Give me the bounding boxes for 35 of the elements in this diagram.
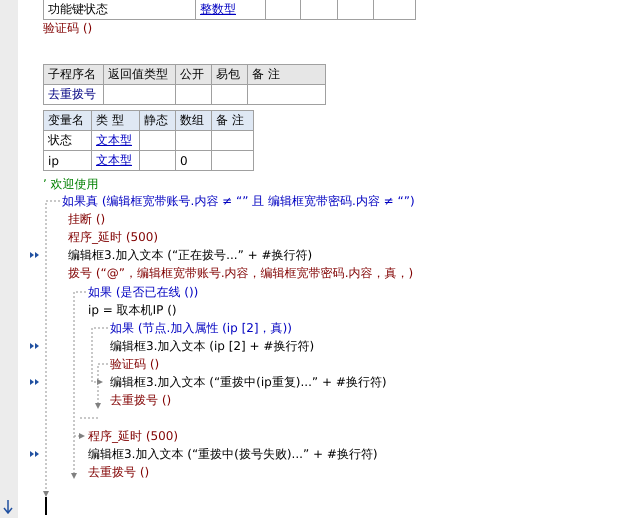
column-header: 类 型 <box>96 113 124 127</box>
code-line: 挂断 () <box>68 211 106 228</box>
column-header: 静态 <box>144 113 168 127</box>
cell-text: 功能键状态 <box>48 2 108 16</box>
code-line: 程序_延时 (500) <box>68 229 158 246</box>
code-line: 编辑框3.加入文本 (“重拨中(拨号失败)...” + #换行符) <box>88 446 378 463</box>
type-name: 文本型 <box>96 153 132 167</box>
column-header: 备 注 <box>252 67 280 81</box>
cell-text: ip <box>48 154 59 168</box>
column-header: 数组 <box>180 113 204 127</box>
code-line: ip = 取本机IP () <box>88 302 177 319</box>
type-name: 文本型 <box>96 133 132 147</box>
cell-text: 0 <box>180 154 188 168</box>
code-line: 如果真 (编辑框宽带账号.内容 ≠ “” 且 编辑框宽带密码.内容 ≠ “”) <box>62 193 415 210</box>
column-header: 易包 <box>216 67 240 81</box>
subroutine-name: 去重拨号 <box>48 87 96 101</box>
column-header: 变量名 <box>48 113 84 127</box>
column-header: 备 注 <box>216 113 244 127</box>
type-name: 整数型 <box>200 2 236 16</box>
code-line: 如果 (节点.加入属性 (ip [2]，真)) <box>110 320 292 337</box>
code-comment: ’ 欢迎使用 <box>43 176 99 193</box>
code-line: 验证码 () <box>110 356 160 373</box>
column-header: 返回值类型 <box>108 67 168 81</box>
code-line: 程序_延时 (500) <box>88 428 178 445</box>
code-line: 验证码 () <box>43 20 92 37</box>
code-line: 编辑框3.加入文本 (ip [2] + #换行符) <box>110 338 314 355</box>
code-line: 去重拨号 () <box>110 392 172 409</box>
code-line: 编辑框3.加入文本 (“正在拨号...” + #换行符) <box>68 247 312 264</box>
code-line: 编辑框3.加入文本 (“重拨中(ip重复)...” + #换行符) <box>110 374 387 391</box>
cell-text: 状态 <box>48 133 72 147</box>
code-line: 拨号 (“@”，编辑框宽带账号.内容，编辑框宽带密码.内容，真，) <box>68 265 414 282</box>
column-header: 公开 <box>180 67 204 81</box>
code-line: 去重拨号 () <box>88 464 150 481</box>
code-line: 如果 (是否已在线 ()) <box>88 284 198 301</box>
column-header: 子程序名 <box>48 67 96 81</box>
